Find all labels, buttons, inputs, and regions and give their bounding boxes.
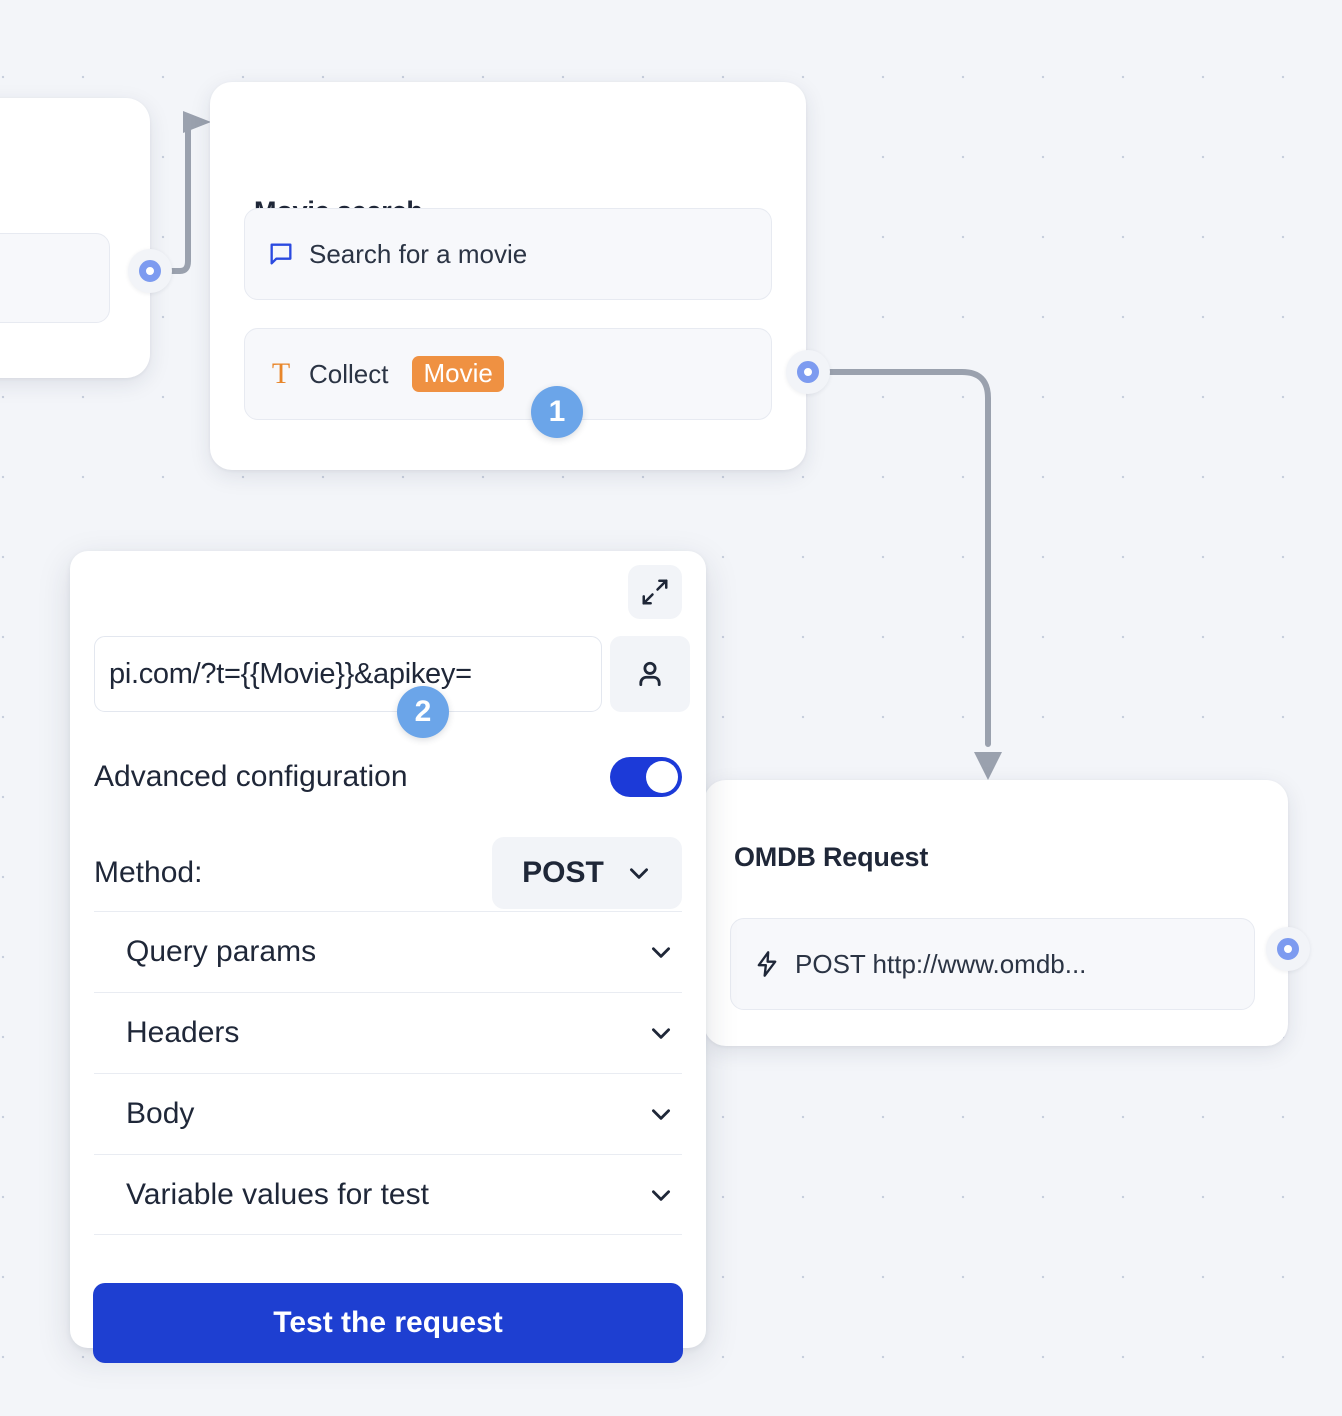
chevron-down-icon[interactable] [648, 1101, 674, 1127]
expand-button[interactable] [628, 565, 682, 619]
advanced-configuration-toggle[interactable] [610, 757, 682, 797]
slot-search-for-a-movie[interactable]: Search for a movie [244, 208, 772, 300]
slot-collect-label: Collect [309, 358, 389, 389]
method-select[interactable]: POST [492, 837, 682, 909]
section-variable-values-label: Variable values for test [126, 1177, 429, 1211]
movie-search-node[interactable]: Movie search Search for a movie T Collec… [210, 82, 806, 470]
variable-chip-movie[interactable]: Movie [412, 355, 504, 393]
section-query-params[interactable]: Query params [94, 911, 682, 992]
text-type-icon: T [271, 357, 291, 390]
omdb-request-node[interactable]: OMDB Request POST http://www.omdb... [704, 780, 1288, 1046]
toggle-knob [646, 761, 678, 793]
section-body[interactable]: Body [94, 1073, 682, 1154]
method-value: POST [522, 856, 604, 889]
chevron-down-icon[interactable] [648, 1020, 674, 1046]
advanced-configuration-label: Advanced configuration [94, 760, 408, 793]
trigger-node-slot[interactable] [0, 233, 110, 323]
slot-omdb-post-request[interactable]: POST http://www.omdb... [730, 918, 1255, 1010]
trigger-node[interactable] [0, 98, 150, 378]
section-body-label: Body [126, 1097, 195, 1130]
slot-omdb-label: POST http://www.omdb... [795, 948, 1087, 979]
section-query-params-label: Query params [126, 935, 317, 968]
slot-collect-movie[interactable]: T Collect Movie [244, 328, 772, 420]
omdb-output-handle[interactable] [1266, 927, 1310, 971]
step-badge-1: 1 [531, 386, 583, 438]
url-row[interactable] [94, 636, 690, 712]
section-variable-values-for-test[interactable]: Variable values for test [94, 1154, 682, 1235]
person-icon [639, 661, 661, 687]
request-config-panel[interactable]: Advanced configuration Method: POST Quer… [70, 551, 706, 1348]
chevron-down-icon[interactable] [648, 1182, 674, 1208]
step-badge-2: 2 [397, 686, 449, 738]
section-headers-label: Headers [126, 1016, 240, 1049]
advanced-configuration-row[interactable]: Advanced configuration [94, 747, 682, 807]
chat-bubble-icon [270, 243, 292, 265]
omdb-request-title: OMDB Request [734, 842, 929, 872]
test-the-request-button[interactable]: Test the request [93, 1283, 683, 1363]
expand-diagonal-icon [642, 579, 668, 605]
chevron-down-icon [629, 868, 648, 879]
url-input[interactable] [94, 636, 602, 712]
lightning-bolt-icon [757, 951, 777, 977]
chevron-down-icon[interactable] [648, 939, 674, 965]
section-headers[interactable]: Headers [94, 992, 682, 1073]
person-button[interactable] [610, 636, 690, 712]
slot-search-label: Search for a movie [309, 238, 528, 269]
method-label: Method: [94, 856, 203, 889]
movie-search-output-handle[interactable] [786, 350, 830, 394]
config-sections: Query params Headers Body Variable value… [94, 911, 682, 1235]
method-row: Method: POST [94, 837, 682, 909]
trigger-output-handle[interactable] [128, 249, 172, 293]
